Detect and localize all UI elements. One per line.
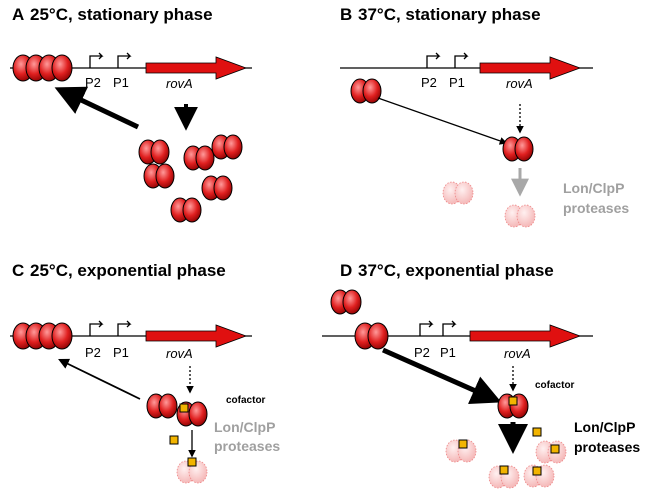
cofactor-square-icon [187, 457, 197, 467]
cofactor-square-icon [458, 439, 468, 449]
protease-label-line1: Lon/ClpP [214, 419, 275, 435]
bound-rova-proteins [12, 54, 73, 82]
p2-label: P2 [421, 75, 437, 90]
rova-protein-icon [350, 78, 382, 104]
panel-d-letter: D [340, 261, 352, 280]
bound-rova-proteins [12, 322, 73, 350]
promoter-flag-icon [117, 320, 132, 336]
protease-label-line1: Lon/ClpP [574, 419, 635, 435]
cofactor-square-icon [532, 427, 542, 437]
cofactor-label: cofactor [535, 380, 575, 391]
cofactor-label: cofactor [226, 395, 266, 406]
rova-gene-arrow [479, 56, 582, 80]
gene-label: rovA [166, 76, 193, 91]
rova-protein-icon [146, 393, 178, 419]
rova-protein-icon [195, 145, 215, 171]
rova-protein-icon [155, 163, 175, 189]
promoter-flag-icon [89, 320, 104, 336]
rova-protein-icon [213, 175, 233, 201]
panel-a: A 25°C, stationary phase P2 P1 rovA [10, 5, 252, 223]
protease-label-line2: proteases [574, 439, 640, 455]
rova-protein-icon [330, 289, 362, 315]
panel-b-letter: B [340, 5, 352, 24]
panel-c-title: 25°C, exponential phase [30, 261, 226, 280]
gene-label: rovA [506, 76, 533, 91]
promoter-flag-icon [426, 52, 441, 68]
panel-a-title: 25°C, stationary phase [30, 5, 213, 24]
rova-protein-icon [51, 322, 73, 350]
cofactor-square-icon [179, 403, 189, 413]
rova-protein-icon [502, 136, 534, 162]
cofactor-square-icon [508, 396, 518, 406]
p1-label: P1 [440, 345, 456, 360]
cofactor-square-icon [499, 465, 509, 475]
p1-label: P1 [449, 75, 465, 90]
rova-protein-icon [223, 134, 243, 160]
panel-b: B 37°C, stationary phase P2 P1 rovA Lon/… [340, 5, 629, 228]
p2-label: P2 [414, 345, 430, 360]
binding-arrow [381, 347, 502, 405]
binding-arrow [58, 358, 141, 400]
panel-b-title: 37°C, stationary phase [358, 5, 541, 24]
degraded-protein-icon [442, 181, 474, 205]
rova-protein-icon [51, 54, 73, 82]
gene-label: rovA [166, 346, 193, 361]
rova-gene-arrow [469, 324, 582, 348]
binding-arrow [54, 86, 140, 130]
panel-d-title: 37°C, exponential phase [358, 261, 554, 280]
rova-gene-arrow [145, 56, 248, 80]
promoter-flag-icon [117, 52, 132, 68]
free-rova-proteins [138, 134, 243, 223]
cofactor-square-icon [550, 444, 560, 454]
promoter-flag-icon [89, 52, 104, 68]
promoter-flag-icon [454, 52, 469, 68]
degraded-protein-icon [504, 204, 536, 228]
p2-label: P2 [85, 345, 101, 360]
p1-label: P1 [113, 345, 129, 360]
cofactor-square-icon [532, 466, 542, 476]
panel-d: D 37°C, exponential phase P2 P1 rovA cof… [322, 261, 640, 489]
p1-label: P1 [113, 75, 129, 90]
rova-protein-icon [182, 197, 202, 223]
cofactor-square-icon [169, 435, 179, 445]
gene-label: rovA [504, 346, 531, 361]
rova-gene-arrow [145, 324, 248, 348]
rova-protein-icon [150, 139, 170, 165]
bound-rova-protein [354, 322, 389, 350]
p2-label: P2 [85, 75, 101, 90]
promoter-flag-icon [419, 320, 434, 336]
binding-arrow [377, 97, 508, 145]
protease-label-line2: proteases [563, 200, 629, 216]
panel-c-letter: C [12, 261, 24, 280]
rova-protein-icon [367, 322, 389, 350]
panel-c: C 25°C, exponential phase P2 P1 rovA cof… [10, 261, 280, 484]
promoter-flag-icon [442, 320, 457, 336]
panel-a-letter: A [12, 5, 24, 24]
protease-label-line1: Lon/ClpP [563, 180, 624, 196]
protease-label-line2: proteases [214, 438, 280, 454]
